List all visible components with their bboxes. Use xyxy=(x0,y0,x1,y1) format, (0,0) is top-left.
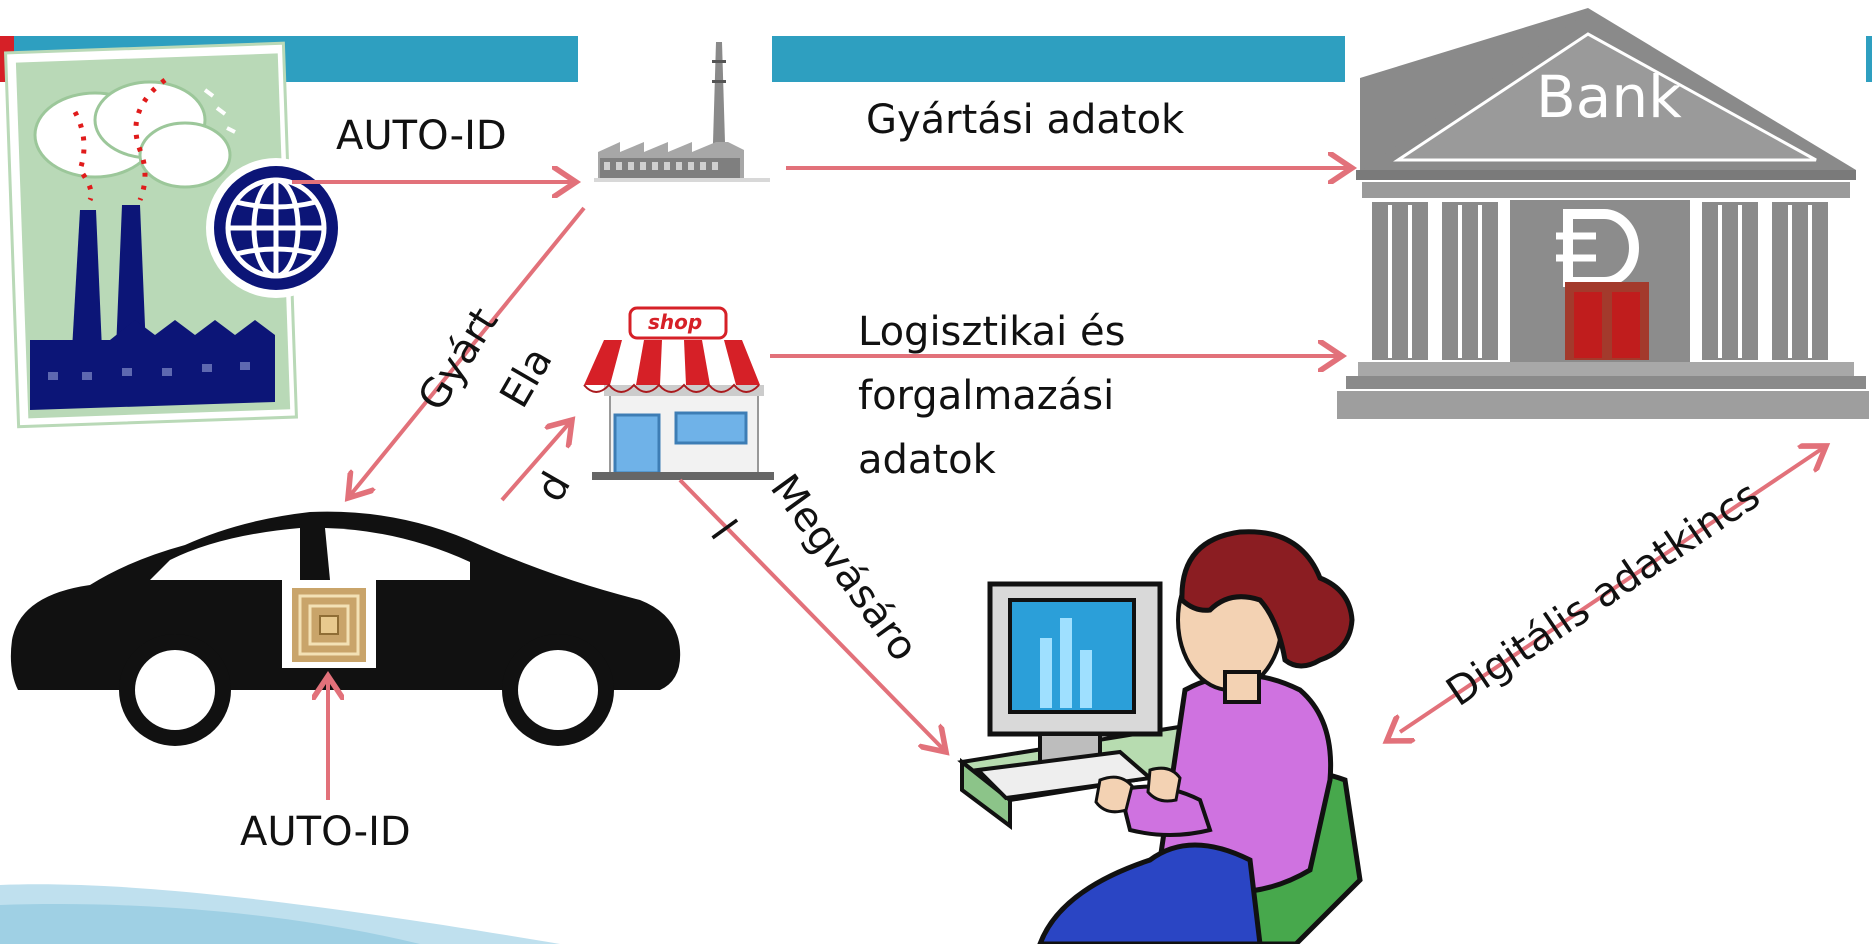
arrow-shop-to-buyer xyxy=(678,478,946,752)
shop-icon xyxy=(583,306,774,480)
rfid-chip-icon xyxy=(292,588,366,662)
header-bar-middle xyxy=(772,36,1345,82)
computer-user-icon xyxy=(957,529,1363,944)
label-gyartasi-adatok: Gyártási adatok xyxy=(866,97,1185,143)
car-icon xyxy=(10,511,681,746)
polluting-factory-icon xyxy=(4,41,298,429)
bank-icon xyxy=(1335,8,1871,421)
slide-wave-decoration xyxy=(0,884,560,944)
shop-sign-text: shop xyxy=(648,310,703,334)
label-logisztikai-line3: adatok xyxy=(858,437,996,483)
header-bar-right xyxy=(1866,36,1872,82)
label-logisztikai-line2: forgalmazási xyxy=(858,373,1115,419)
label-auto-id-top: AUTO-ID xyxy=(336,113,507,159)
arrow-buyer-bank-bidirectional xyxy=(1400,446,1826,732)
label-logisztikai-line1: Logisztikai és xyxy=(858,309,1126,355)
bank-sign-text: Bank xyxy=(1536,63,1682,131)
label-auto-id-bottom: AUTO-ID xyxy=(240,809,411,855)
factory-icon xyxy=(594,42,770,182)
arrow-factory-to-car xyxy=(348,206,586,498)
arrow-car-to-shop xyxy=(500,420,572,502)
globe-icon xyxy=(206,158,346,298)
